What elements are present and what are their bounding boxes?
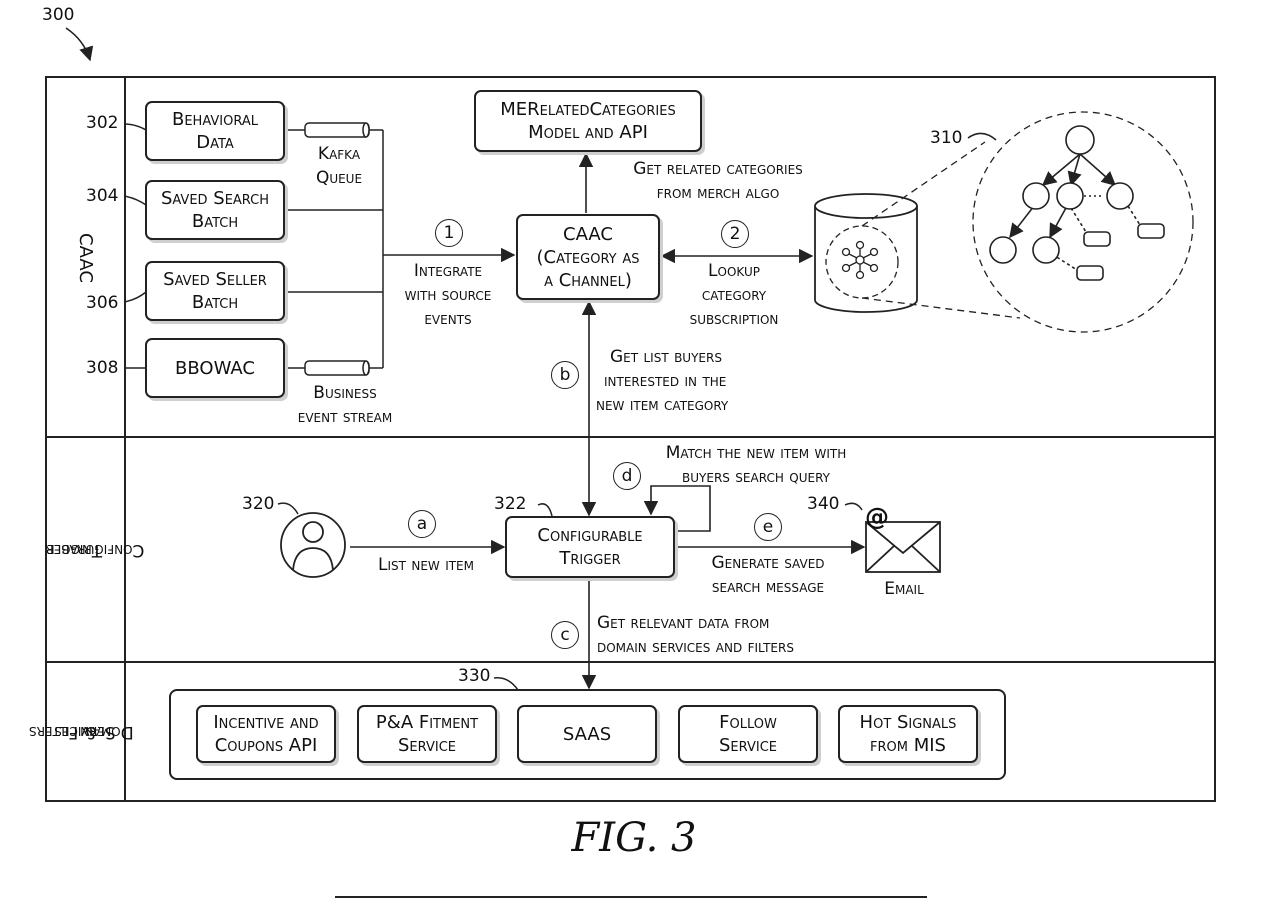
follow-service-box: Follow Service <box>678 705 818 763</box>
ref-300-leader <box>66 28 90 60</box>
business-event-stream-pipe <box>305 361 369 375</box>
match-query-label: Match the new item with buyers search qu… <box>640 441 872 489</box>
kafka-queue-pipe <box>305 123 369 137</box>
hot-signals-box: Hot Signals from MIS <box>838 705 978 763</box>
saved-seller-batch-box: Saved Seller Batch <box>145 261 285 321</box>
incentive-coupons-api-box: Incentive and Coupons API <box>196 705 336 763</box>
step-e-badge: e <box>754 513 782 541</box>
bbowac-box: BBOWAC <box>145 338 285 398</box>
ref-304: 304 <box>86 186 118 206</box>
figure-caption: FIG. 3 <box>0 815 1268 861</box>
lane-domain-label: Domain Services & Filters <box>52 698 118 766</box>
bottom-rule <box>335 896 927 898</box>
configurable-trigger-box[interactable]: Configurable Trigger <box>505 516 675 578</box>
source-ref-leaders <box>124 124 146 368</box>
ref-310: 310 <box>930 128 962 148</box>
user-icon <box>281 513 345 577</box>
ref-302: 302 <box>86 113 118 133</box>
ref-340: 340 <box>807 494 839 514</box>
step-d-badge: d <box>613 462 641 490</box>
category-db-cylinder <box>815 194 917 312</box>
lane-domain-services: Domain Services & Filters <box>46 663 124 801</box>
step-b-badge: b <box>551 361 579 389</box>
get-list-buyers-label: Get list buyers interested in the new it… <box>596 345 776 417</box>
behavioral-data-box: Behavioral Data <box>145 101 285 161</box>
ref-320-leader <box>278 503 298 514</box>
ref-322: 322 <box>494 494 526 514</box>
step-2-badge: 2 <box>721 220 749 248</box>
ref-306: 306 <box>86 293 118 313</box>
get-relevant-data-label: Get relevant data from domain services a… <box>597 611 857 659</box>
lane-caac-label: CAAC <box>74 233 96 283</box>
step-1-badge: 1 <box>435 219 463 247</box>
ref-330: 330 <box>458 666 490 686</box>
ref-310-leader <box>968 133 996 140</box>
email-at-symbol: @ <box>865 503 889 531</box>
generate-message-label: Generate saved search message <box>686 551 850 599</box>
category-tree <box>990 126 1164 280</box>
me-related-categories-box: MERelatedCategories Model and API <box>474 90 702 152</box>
figure-ref-label: 300 <box>42 5 74 25</box>
lane-trigger-label: Configurable Trigger <box>63 501 107 598</box>
ref-330-leader <box>494 678 518 690</box>
pa-fitment-service-box: P&A Fitment Service <box>357 705 497 763</box>
get-related-categories-label: Get related categories from merch algo <box>598 157 838 205</box>
lookup-subscription-label: Lookup category subscription <box>664 259 804 331</box>
ref-320: 320 <box>242 494 274 514</box>
list-new-item-label: List new item <box>356 553 496 577</box>
lane-configurable-trigger: Configurable Trigger <box>46 438 124 662</box>
step-a-badge: a <box>408 510 436 538</box>
ref-322-leader <box>538 504 552 516</box>
kafka-queue-label: Kafka Queue <box>305 142 373 190</box>
integrate-label: Integrate with source events <box>378 259 518 331</box>
caac-box: CAAC (Category as a Channel) <box>516 214 660 300</box>
ref-308: 308 <box>86 358 118 378</box>
ref-340-leader <box>845 503 862 510</box>
business-event-stream-label: Business event stream <box>270 381 420 429</box>
saas-box: SAAS <box>517 705 657 763</box>
email-label: Email <box>866 577 942 601</box>
step-c-badge: c <box>551 621 579 649</box>
saved-search-batch-box: Saved Search Batch <box>145 180 285 240</box>
